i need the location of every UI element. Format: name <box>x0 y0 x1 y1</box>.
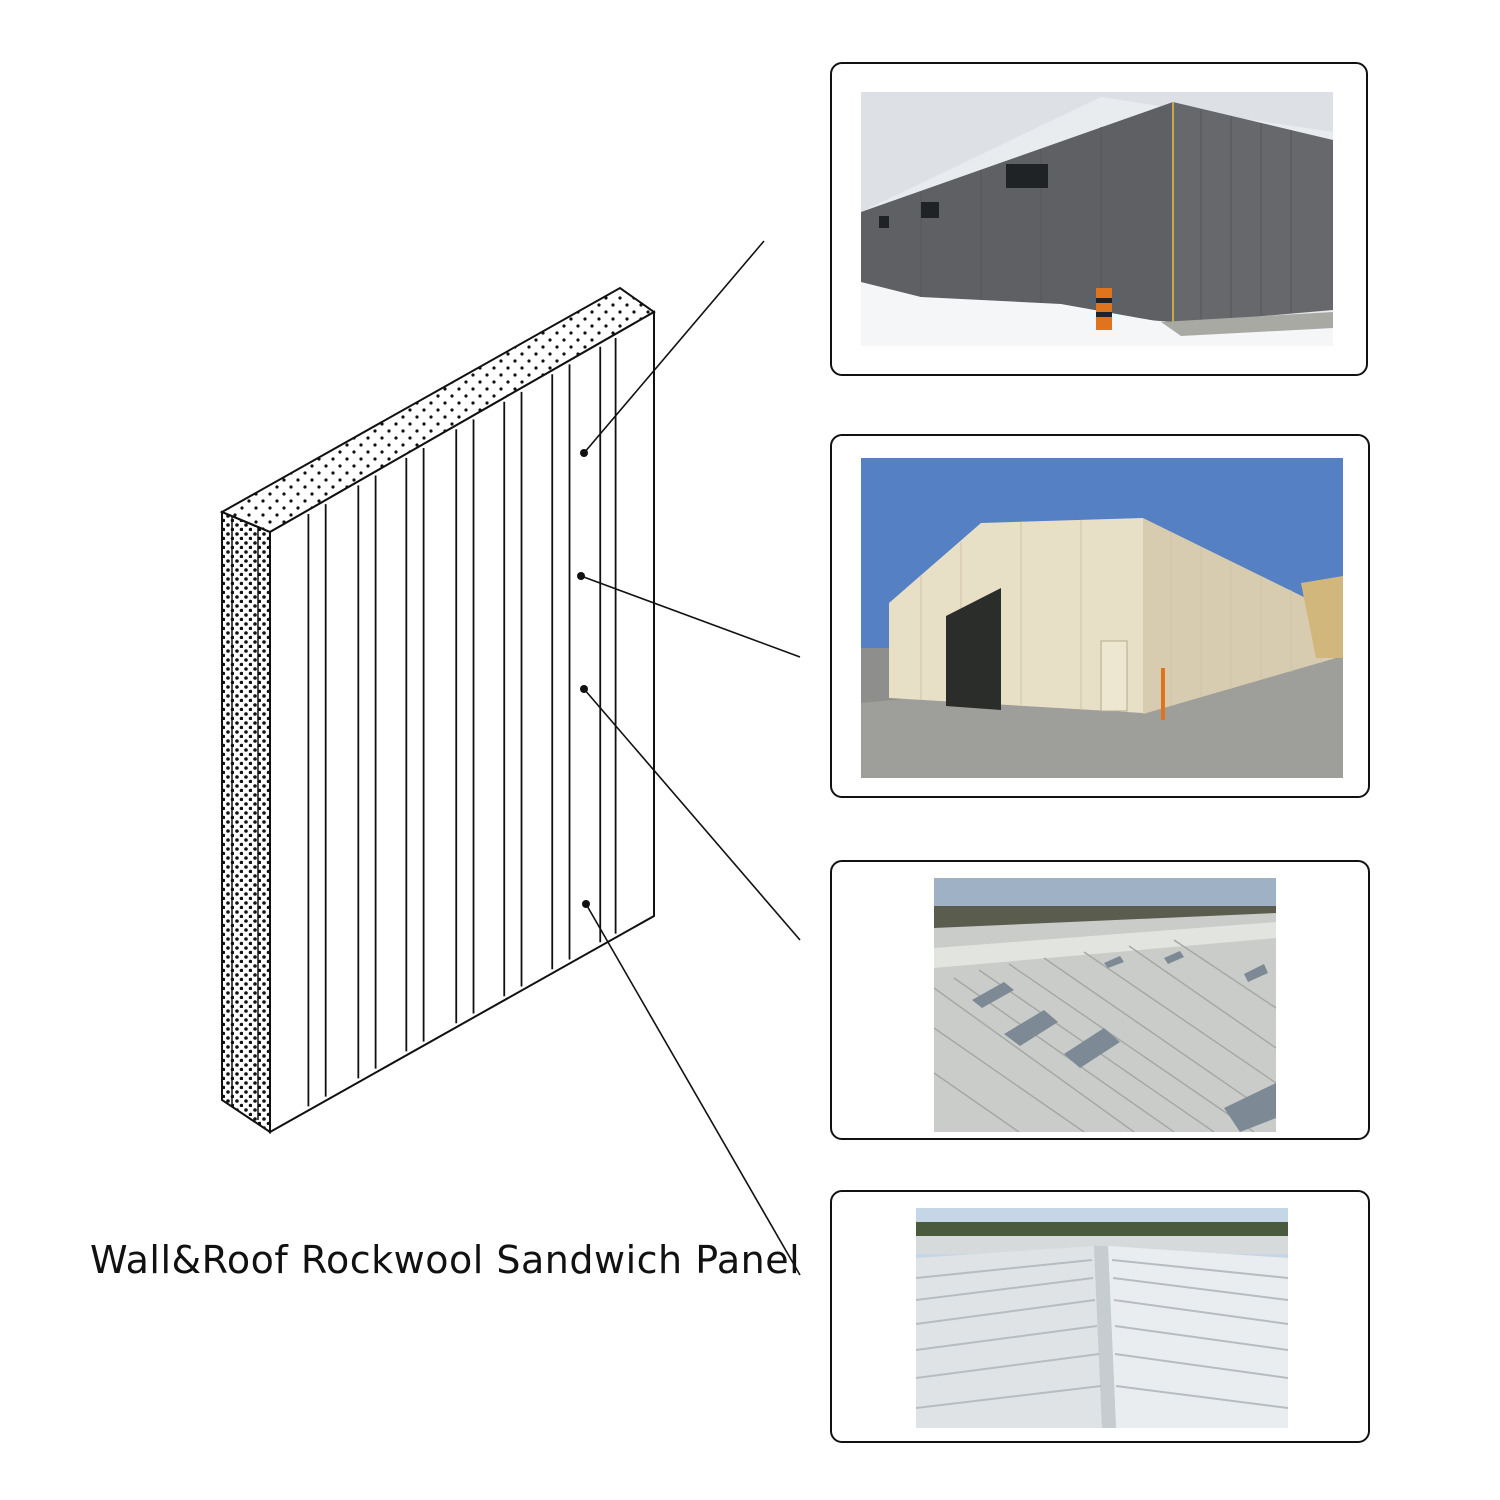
photo-ridge-roof <box>916 1208 1288 1428</box>
photo-frame-4 <box>830 1190 1370 1443</box>
panel-edge-face <box>221 510 271 1134</box>
leader-line-4 <box>585 903 801 1276</box>
photo-frame-3 <box>830 860 1370 1140</box>
photo-frame-2 <box>830 434 1370 798</box>
leader-line-3 <box>583 688 801 941</box>
leader-line-2 <box>580 575 801 658</box>
leader-line-1 <box>583 240 765 454</box>
photo-frame-1 <box>830 62 1368 376</box>
photo-skylight-roof <box>934 878 1276 1132</box>
photo-cream-warehouse <box>861 458 1343 778</box>
diagram-caption: Wall&Roof Rockwool Sandwich Panel <box>90 1238 801 1282</box>
panel-front-face <box>269 310 655 1134</box>
photo-dark-warehouse <box>861 92 1333 346</box>
panel-ribs <box>307 338 617 1107</box>
